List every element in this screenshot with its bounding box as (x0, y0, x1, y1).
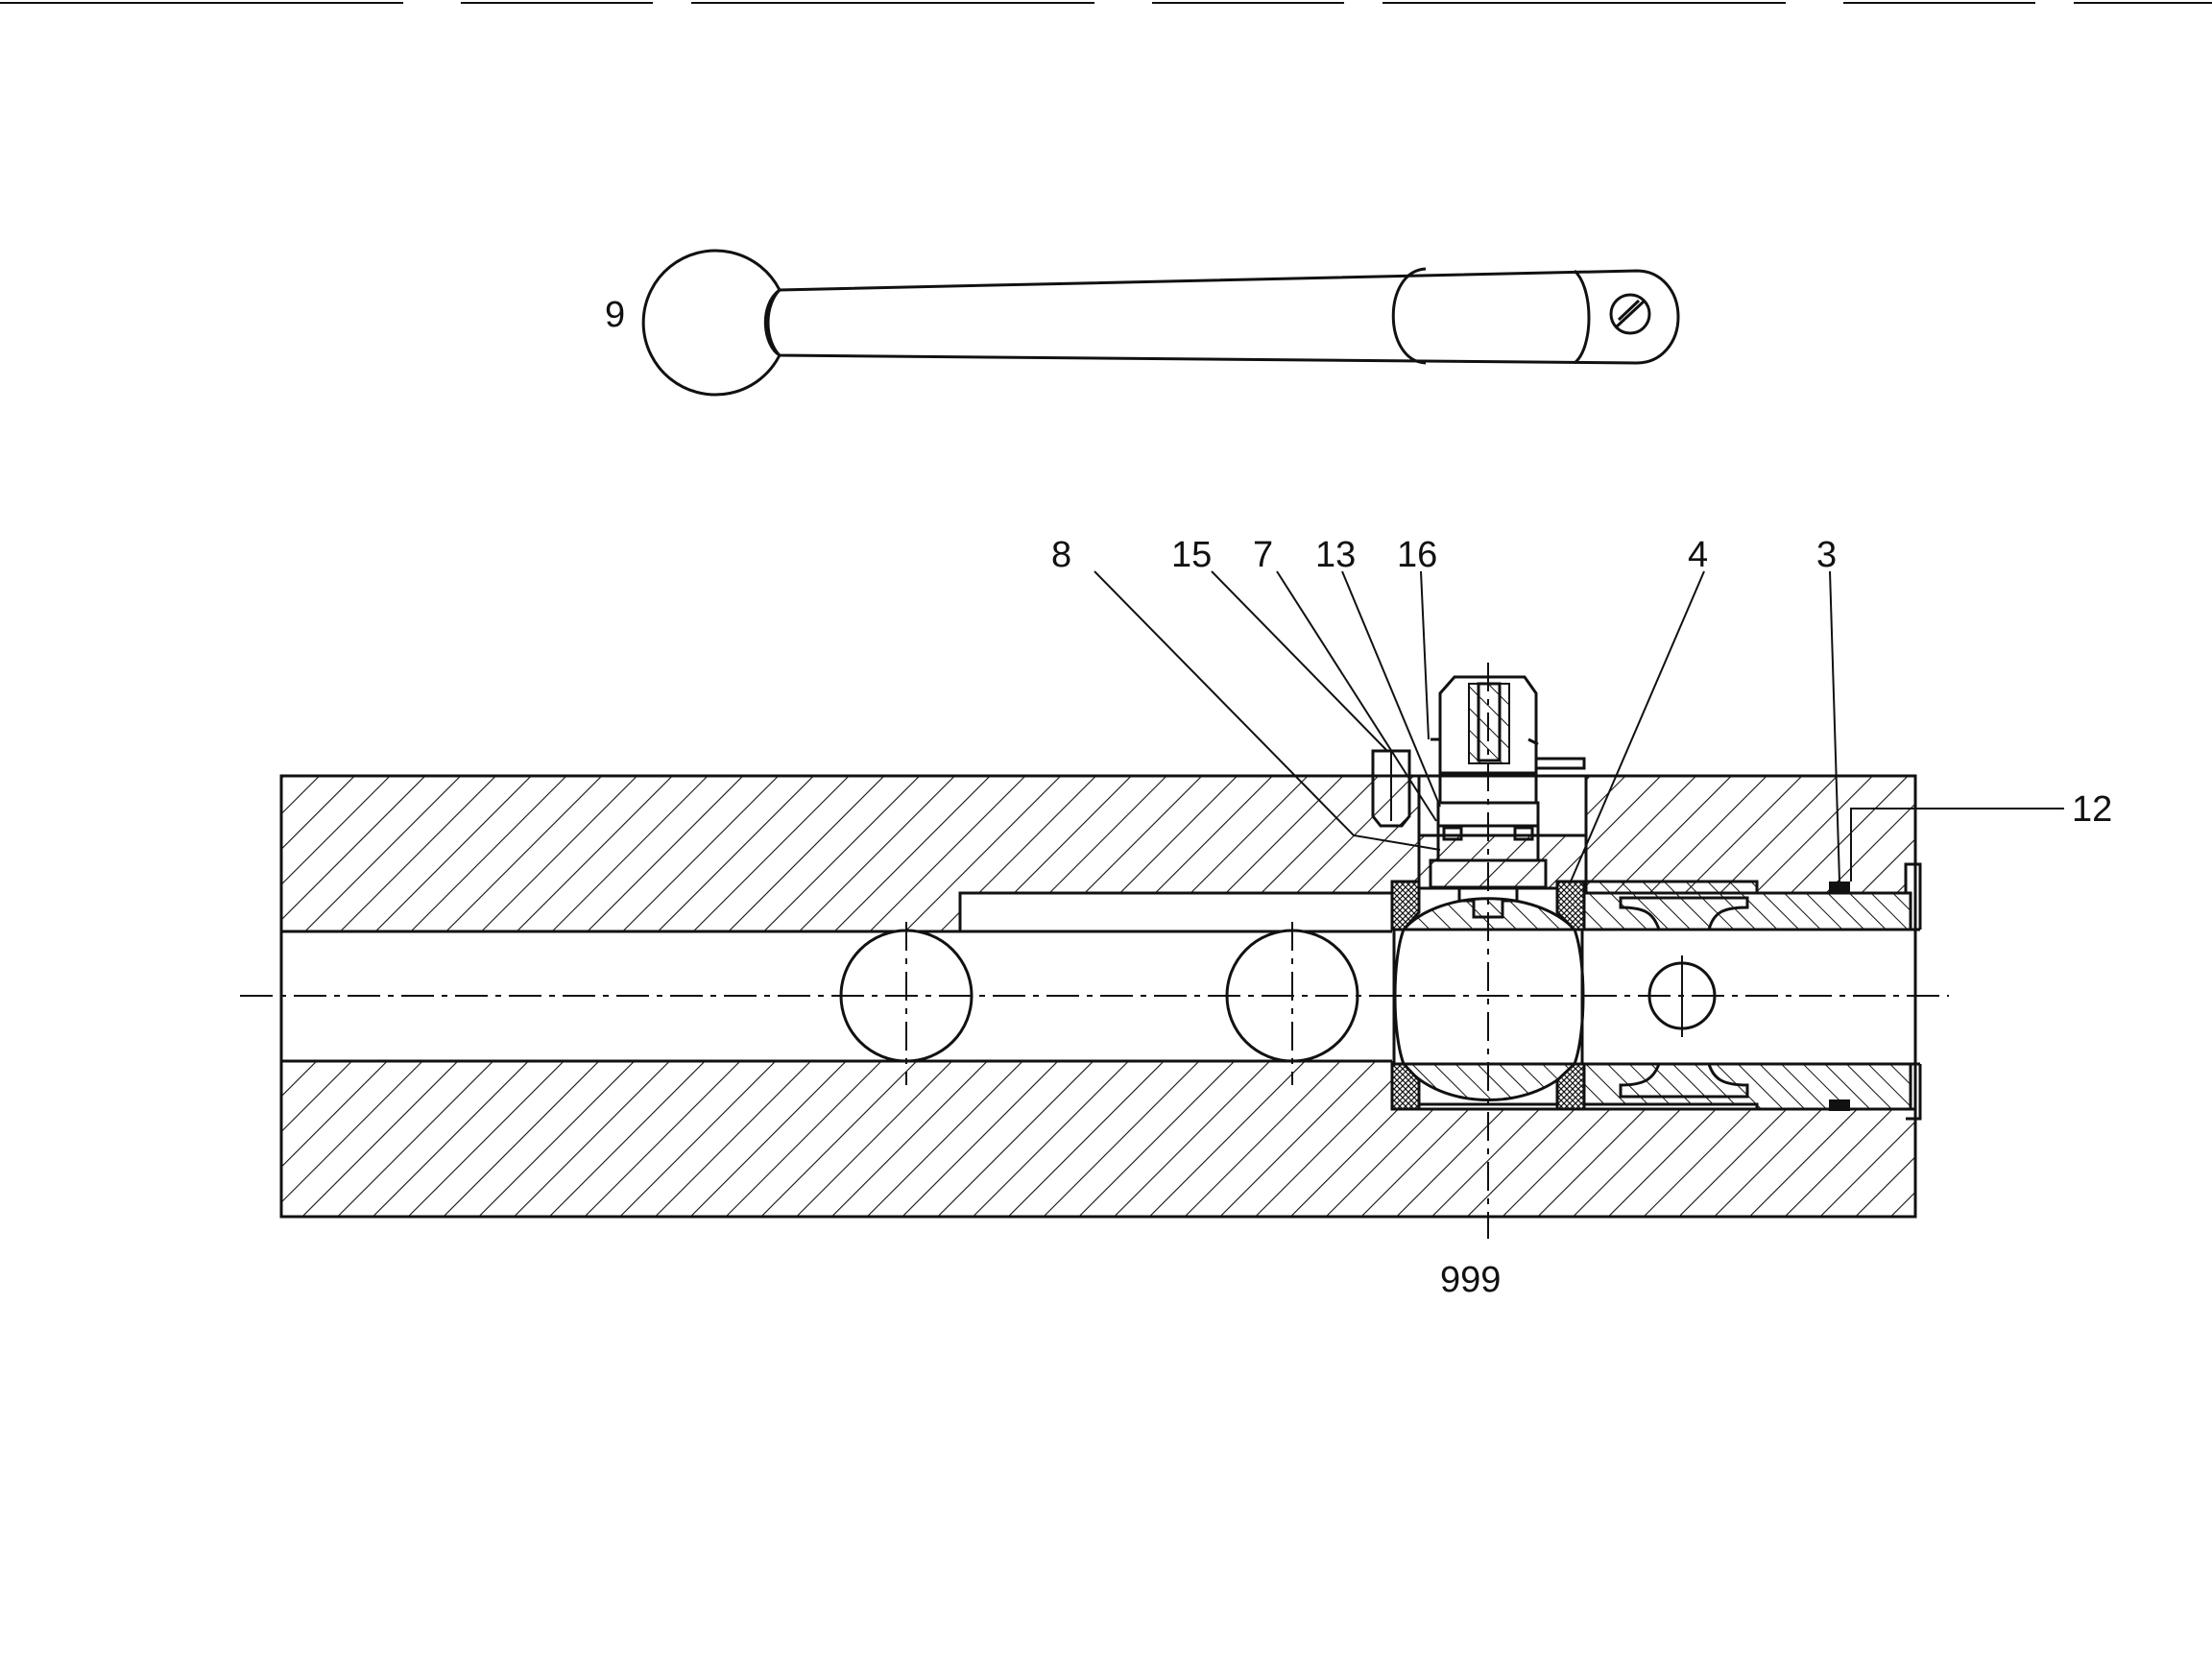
handle-lever (641, 249, 1680, 397)
callout-4: 4 (1688, 535, 1708, 575)
callout-3: 3 (1816, 535, 1837, 575)
leader-lines (1094, 570, 2064, 882)
callout-16: 16 (1397, 535, 1437, 575)
valve-body-section (279, 774, 1922, 1219)
callout-13: 13 (1315, 535, 1356, 575)
callout-8: 8 (1051, 535, 1071, 575)
callout-12: 12 (2072, 789, 2112, 830)
callout-7: 7 (1253, 535, 1273, 575)
stem-assembly (1371, 663, 1586, 1239)
callout-9: 9 (605, 295, 625, 335)
o-ring-12-bottom (1829, 1099, 1850, 1111)
callout-15: 15 (1171, 535, 1212, 575)
callout-999: 999 (1440, 1260, 1501, 1300)
o-ring-12-top (1829, 882, 1850, 893)
